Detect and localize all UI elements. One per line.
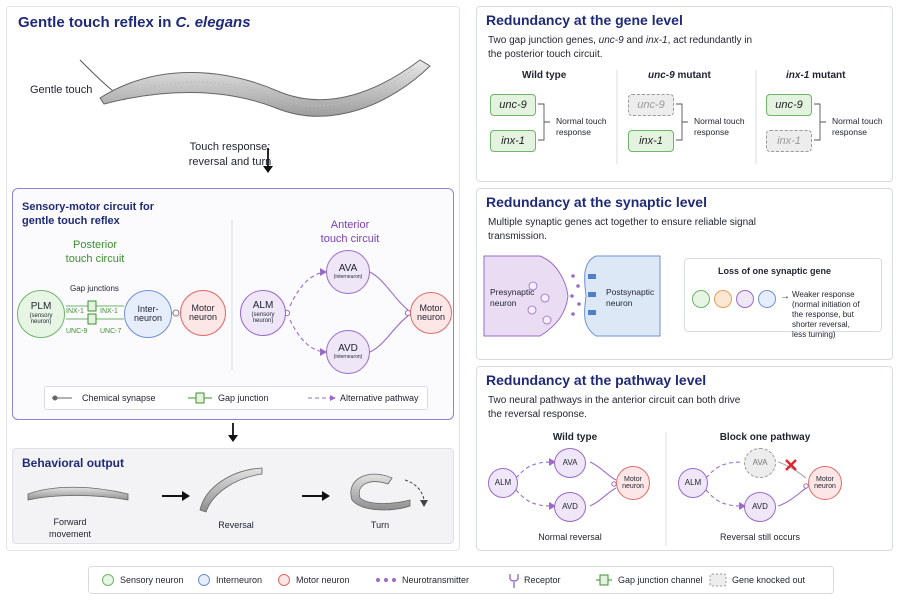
wt-unc9-gene: unc-9 bbox=[490, 94, 536, 116]
reversal-still-occurs-label: Reversal still occurs bbox=[719, 532, 801, 542]
plm-neuron: PLM (sensory neuron) bbox=[17, 290, 65, 338]
gene-dot-blue bbox=[758, 290, 776, 308]
pathway-title: Redundancy at the pathway level bbox=[486, 372, 707, 388]
pathway-description: Two neural pathways in the anterior circ… bbox=[488, 395, 741, 420]
presynaptic-label: Presynaptic neuron bbox=[490, 287, 535, 308]
pathway-wt-motor: Motor neuron bbox=[616, 466, 650, 500]
anterior-circuit-label: Anterior touch circuit bbox=[320, 219, 380, 245]
legend-sensory-swatch bbox=[102, 574, 114, 586]
wt-inx1-gene: inx-1 bbox=[490, 130, 536, 152]
gene-col-wild-type: Wild type bbox=[522, 70, 567, 81]
ava-neuron: AVA (interneuron) bbox=[326, 250, 370, 294]
gene-description: Two gap junction genes, unc-9 and inx-1,… bbox=[488, 35, 753, 60]
gentle-touch-title: Gentle touch reflex in C. elegans bbox=[18, 14, 251, 31]
legend-gap-channel: Gap junction channel bbox=[618, 575, 703, 585]
posterior-motor-neuron: Motor neuron bbox=[180, 290, 226, 336]
legend-motor: Motor neuron bbox=[296, 575, 350, 585]
posterior-interneuron: Inter- neuron bbox=[124, 290, 172, 338]
pathway-wt-ava: AVA bbox=[554, 448, 586, 478]
synaptic-title: Redundancy at the synaptic level bbox=[486, 194, 707, 210]
legend-gap-junction: Gap junction bbox=[218, 393, 269, 403]
forward-movement-label: Forward movement bbox=[48, 517, 92, 539]
gap-junctions-label: Gap junctions bbox=[70, 284, 119, 293]
behavior-title: Behavioral output bbox=[22, 456, 125, 470]
inx1-mutant-inx1-gene: inx-1 bbox=[766, 130, 812, 152]
gene-dot-purple bbox=[736, 290, 754, 308]
legend-inter: Interneuron bbox=[216, 575, 263, 585]
gene-panel bbox=[476, 6, 893, 182]
pathway-block-avd: AVD bbox=[744, 492, 776, 522]
legend-knocked-out: Gene knocked out bbox=[732, 575, 806, 585]
legend-sensory: Sensory neuron bbox=[120, 575, 184, 585]
circuit-legend bbox=[44, 386, 428, 410]
unc9-mutant-normal-response: Normal touch response bbox=[694, 116, 745, 137]
gentle-touch-label: Gentle touch bbox=[30, 84, 93, 96]
unc9-mutant-unc9-gene: unc-9 bbox=[628, 94, 674, 116]
gene-dot-orange bbox=[714, 290, 732, 308]
legend-inter-swatch bbox=[198, 574, 210, 586]
weaker-response-label: Weaker response (normal initiation of th… bbox=[792, 290, 860, 339]
unc9-label: UNC-9 bbox=[66, 328, 88, 335]
pathway-block-title: Block one pathway bbox=[719, 432, 811, 443]
unc9-mutant-inx1-gene: inx-1 bbox=[628, 130, 674, 152]
inx1-mutant-normal-response: Normal touch response bbox=[832, 116, 883, 137]
pathway-wt-title: Wild type bbox=[552, 432, 598, 443]
pathway-panel bbox=[476, 366, 893, 551]
gene-col-inx1-mutant: inx-1 mutant bbox=[786, 70, 846, 81]
normal-reversal-label: Normal reversal bbox=[538, 532, 602, 542]
gene-col-unc9-mutant: unc-9 mutant bbox=[648, 70, 711, 81]
postsynaptic-label: Postsynaptic neuron bbox=[606, 287, 655, 308]
inx1-right-label: INX-1 bbox=[100, 308, 118, 315]
reversal-label: Reversal bbox=[218, 520, 254, 530]
alm-neuron: ALM (sensory neuron) bbox=[240, 290, 286, 336]
wt-normal-response: Normal touch response bbox=[556, 116, 607, 137]
pathway-block-ava: AVA bbox=[744, 448, 776, 478]
legend-receptor: Receptor bbox=[524, 575, 561, 585]
turn-label: Turn bbox=[370, 520, 390, 530]
pathway-wt-avd: AVD bbox=[554, 492, 586, 522]
avd-neuron: AVD (interneuron) bbox=[326, 330, 370, 374]
legend-chemical-synapse: Chemical synapse bbox=[82, 393, 156, 403]
posterior-circuit-label: Posterior touch circuit bbox=[65, 239, 125, 265]
legend-alternative-pathway: Alternative pathway bbox=[340, 393, 419, 403]
pathway-wt-alm: ALM bbox=[488, 468, 518, 498]
legend-neurotransmitter: Neurotransmitter bbox=[402, 575, 470, 585]
anterior-motor-neuron: Motor neuron bbox=[410, 292, 452, 334]
pathway-block-alm: ALM bbox=[678, 468, 708, 498]
circuit-title: Sensory-motor circuit for gentle touch r… bbox=[22, 201, 155, 227]
synaptic-description: Multiple synaptic genes act together to … bbox=[488, 217, 756, 242]
unc7-label: UNC-7 bbox=[100, 328, 122, 335]
touch-response-label: Touch response: reversal and turn bbox=[188, 141, 272, 168]
inx1-left-label: INX-1 bbox=[66, 308, 84, 315]
inx1-mutant-unc9-gene: unc-9 bbox=[766, 94, 812, 116]
loss-of-gene-title: Loss of one synaptic gene bbox=[718, 266, 832, 276]
weaker-arrow: → bbox=[780, 291, 790, 302]
pathway-block-motor: Motor neuron bbox=[808, 466, 842, 500]
gene-title: Redundancy at the gene level bbox=[486, 12, 683, 28]
gene-dot-green bbox=[692, 290, 710, 308]
legend-motor-swatch bbox=[278, 574, 290, 586]
